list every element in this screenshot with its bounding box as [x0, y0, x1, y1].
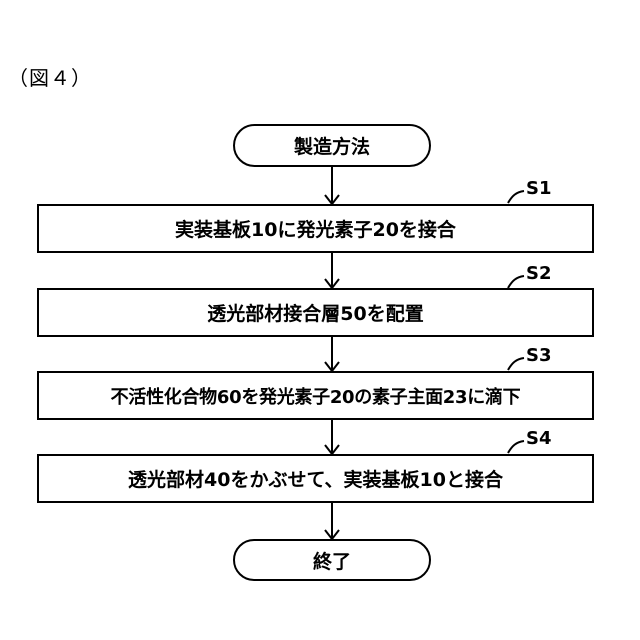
- arrow-s4-to-end: [325, 503, 339, 539]
- leader-s2: [508, 276, 524, 288]
- leader-s3: [508, 358, 524, 370]
- leader-s4: [508, 441, 524, 453]
- leader-s1: [508, 191, 524, 203]
- step-id-s1: S1: [526, 178, 552, 199]
- end-terminal: 終了: [233, 539, 431, 581]
- step-box-s2: 透光部材接合層50を配置: [37, 288, 594, 337]
- step-id-s4: S4: [526, 428, 552, 449]
- arrow-start-to-s1: [325, 166, 339, 204]
- step-box-s1: 実装基板10に発光素子20を接合: [37, 204, 594, 253]
- step-box-s3: 不活性化合物60を発光素子20の素子主面23に滴下: [37, 371, 594, 420]
- arrow-s2-to-s3: [325, 337, 339, 371]
- step-id-s3: S3: [526, 345, 552, 366]
- arrow-s3-to-s4: [325, 420, 339, 454]
- step-id-s2: S2: [526, 263, 552, 284]
- arrow-s1-to-s2: [325, 252, 339, 288]
- start-terminal: 製造方法: [233, 124, 431, 167]
- step-box-s4: 透光部材40をかぶせて、実装基板10と接合: [37, 454, 594, 503]
